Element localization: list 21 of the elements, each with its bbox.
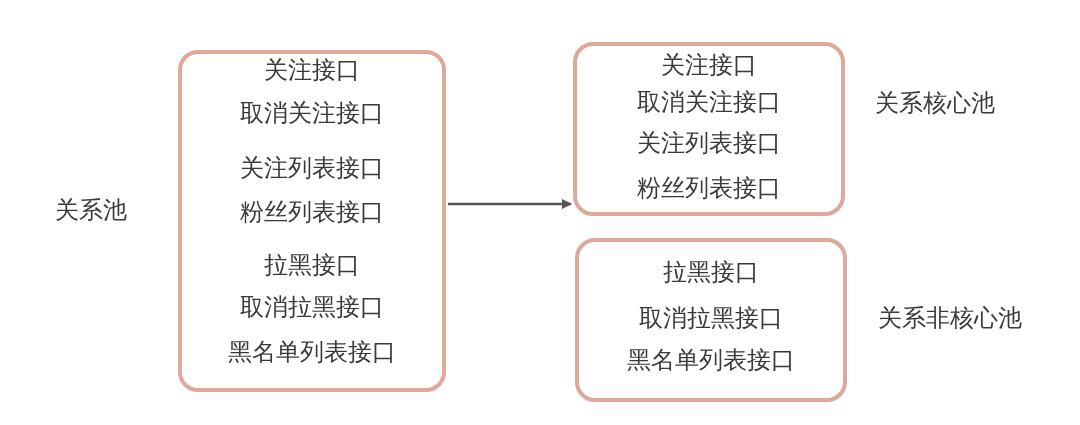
interface-label: 拉黑接口 <box>662 257 760 287</box>
pool-label: 关系核心池 <box>875 88 995 118</box>
interface-label: 黑名单列表接口 <box>626 345 796 375</box>
process-box <box>178 50 446 392</box>
interface-label: 取消拉黑接口 <box>638 303 784 333</box>
pool-label: 关系非核心池 <box>878 303 1022 333</box>
interface-label: 取消拉黑接口 <box>239 292 385 322</box>
interface-label: 粉丝列表接口 <box>636 173 782 203</box>
interface-label: 粉丝列表接口 <box>239 197 385 227</box>
interface-label: 黑名单列表接口 <box>227 337 397 367</box>
interface-label: 关注列表接口 <box>239 153 385 183</box>
pool-label: 关系池 <box>55 195 127 225</box>
interface-label: 关注接口 <box>263 55 361 85</box>
interface-label: 拉黑接口 <box>263 250 361 280</box>
process-box <box>573 42 845 216</box>
interface-label: 关注列表接口 <box>636 128 782 158</box>
interface-label: 取消关注接口 <box>239 98 385 128</box>
arrow <box>448 199 572 209</box>
process-box <box>575 238 847 402</box>
interface-label: 取消关注接口 <box>636 87 782 117</box>
interface-label: 关注接口 <box>660 50 758 80</box>
